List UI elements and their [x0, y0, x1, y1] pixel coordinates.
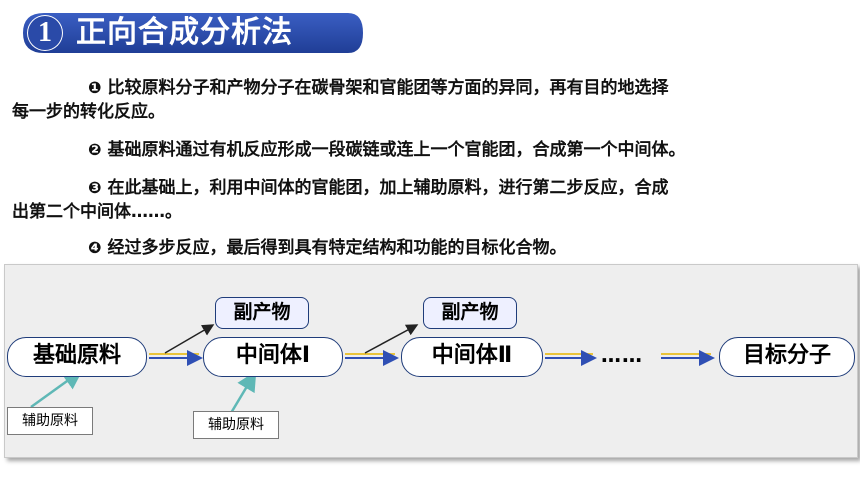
ellipsis: ……	[601, 343, 643, 367]
paragraph-1: ❶ 比较原料分子和产物分子在碳骨架和官能团等方面的异同，再有目的地选择 每一步的转…	[12, 76, 840, 124]
byproduct-2: 副产物	[423, 297, 517, 329]
paragraph-3-text: 在此基础上，利用中间体的官能团，加上辅助原料，进行第二步反应，合成	[107, 178, 669, 198]
main-arrow-1	[149, 350, 203, 366]
auxiliary-material-2: 辅助原料	[193, 411, 279, 439]
byproduct-1: 副产物	[215, 297, 309, 329]
node-intermediate-1: 中间体Ⅰ	[203, 337, 343, 377]
node-intermediate-2: 中间体Ⅱ	[401, 337, 543, 377]
main-arrow-2	[345, 350, 399, 366]
section-number: 1	[28, 16, 62, 50]
main-arrow-4	[661, 350, 715, 366]
paragraph-3: ❸ 在此基础上，利用中间体的官能团，加上辅助原料，进行第二步反应，合成 出第二个中…	[12, 176, 840, 224]
paragraph-4: ❹ 经过多步反应，最后得到具有特定结构和功能的目标化合物。	[40, 236, 840, 260]
paragraph-2: ❷ 基础原料通过有机反应形成一段碳链或连上一个官能团，合成第一个中间体。	[40, 138, 840, 162]
paragraph-4-text: 经过多步反应，最后得到具有特定结构和功能的目标化合物。	[107, 238, 567, 258]
bullet-2-icon: ❷	[88, 140, 102, 159]
bullet-3-icon: ❸	[88, 178, 102, 197]
auxiliary-arrow-1	[30, 369, 84, 409]
byproduct-arrow-1	[164, 324, 215, 354]
auxiliary-arrow-2	[229, 370, 257, 414]
node-target-molecule: 目标分子	[719, 337, 855, 377]
auxiliary-material-1: 辅助原料	[7, 407, 93, 435]
flow-arrows	[30, 324, 715, 414]
paragraph-1-cont: 每一步的转化反应。	[12, 102, 165, 122]
page-title: 正向合成分析法	[76, 15, 293, 50]
bullet-1-icon: ❶	[88, 78, 102, 97]
byproduct-arrow-2	[364, 324, 419, 354]
paragraph-2-text: 基础原料通过有机反应形成一段碳链或连上一个官能团，合成第一个中间体。	[107, 140, 686, 160]
section-title-banner: 1 正向合成分析法	[18, 8, 366, 58]
paragraph-1-text: 比较原料分子和产物分子在碳骨架和官能团等方面的异同，再有目的地选择	[107, 78, 669, 98]
bullet-4-icon: ❹	[88, 238, 102, 257]
synthesis-flow-diagram: 基础原料 中间体Ⅰ 中间体Ⅱ …… 目标分子 副产物 副产物 辅助原料 辅助原料	[4, 264, 858, 458]
main-arrow-3	[545, 350, 597, 366]
node-basic-material: 基础原料	[7, 337, 147, 377]
paragraph-3-cont: 出第二个中间体……。	[12, 202, 182, 222]
